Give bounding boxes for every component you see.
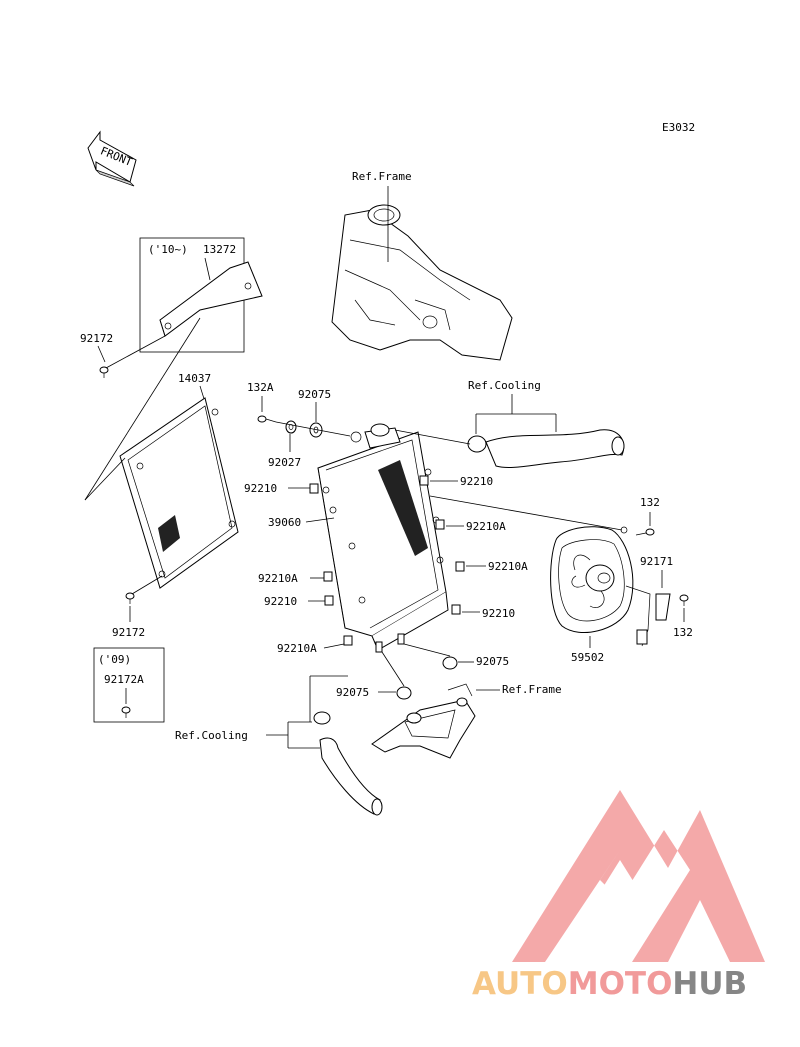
lower-mount-bracket bbox=[371, 683, 476, 759]
part-92210-c-label: 92210 bbox=[264, 595, 297, 608]
bolt-92172-bottom-icon bbox=[125, 592, 135, 604]
grommet-92075-left-icon bbox=[396, 686, 412, 700]
part-13272-label: 13272 bbox=[203, 243, 236, 256]
radiator-screen-14037 bbox=[119, 397, 239, 589]
watermark-part-3: HUB bbox=[672, 966, 747, 1002]
bolt-92172-top-icon bbox=[99, 366, 109, 378]
part-132-top-label: 132 bbox=[640, 496, 660, 509]
part-92210-d-label: 92210 bbox=[482, 607, 515, 620]
part-92075-right-label: 92075 bbox=[476, 655, 509, 668]
part-92172a-label: 92172A bbox=[104, 673, 144, 686]
ref-cooling-bottom-label: Ref.Cooling bbox=[175, 729, 248, 742]
part-14037-label: 14037 bbox=[178, 372, 211, 385]
fan-59502 bbox=[550, 526, 651, 647]
part-132a-label: 132A bbox=[247, 381, 274, 394]
radiator-39060 bbox=[317, 423, 449, 653]
variant-box-09 bbox=[93, 647, 165, 723]
part-92210a-d-label: 92210A bbox=[277, 642, 317, 655]
bolt-92172a-icon bbox=[121, 706, 131, 718]
part-92172-bottom-label: 92172 bbox=[112, 626, 145, 639]
watermark-part-2: MOTO bbox=[568, 966, 673, 1002]
bolt-132-top-icon bbox=[635, 528, 655, 536]
clip-92210-icons bbox=[309, 475, 465, 646]
part-92027-label: 92027 bbox=[268, 456, 301, 469]
diagram-code: E3032 bbox=[662, 121, 695, 134]
part-92171-label: 92171 bbox=[640, 555, 673, 568]
grommet-92075-right-icon bbox=[442, 656, 458, 670]
bolt-132-bottom-icon bbox=[679, 594, 689, 606]
part-92210-a-label: 92210 bbox=[244, 482, 277, 495]
collar-92027-icon bbox=[285, 420, 297, 434]
part-39060-label: 39060 bbox=[268, 516, 301, 529]
part-92210a-b-label: 92210A bbox=[488, 560, 528, 573]
part-92210a-a-label: 92210A bbox=[466, 520, 506, 533]
svg-text:AUTOMOTOHUB: AUTOMOTOHUB bbox=[472, 966, 747, 1002]
front-arrow-icon: FRONT bbox=[87, 130, 137, 187]
variant-10-label: ('10~) bbox=[148, 243, 188, 256]
frame-drawing bbox=[331, 204, 513, 361]
watermark-part-1: AUTO bbox=[472, 966, 568, 1002]
part-132-bottom-label: 132 bbox=[673, 626, 693, 639]
variant-09-label: ('09) bbox=[98, 653, 131, 666]
watermark-logo: AUTOMOTOHUB bbox=[472, 790, 765, 1002]
bolt-132a-icon bbox=[257, 415, 277, 423]
part-92075-left-label: 92075 bbox=[336, 686, 369, 699]
part-92210a-c-label: 92210A bbox=[258, 572, 298, 585]
ref-frame-bottom-label: Ref.Frame bbox=[502, 683, 562, 696]
bracket-13272 bbox=[159, 261, 263, 337]
ref-cooling-top-label: Ref.Cooling bbox=[468, 379, 541, 392]
part-92172-top-label: 92172 bbox=[80, 332, 113, 345]
part-59502-label: 59502 bbox=[571, 651, 604, 664]
lower-hose bbox=[313, 711, 383, 816]
band-92171-icon bbox=[655, 593, 671, 621]
part-92210-b-label: 92210 bbox=[460, 475, 493, 488]
ref-frame-top-label: Ref.Frame bbox=[352, 170, 412, 183]
upper-hose bbox=[467, 429, 625, 468]
part-92075-top-label: 92075 bbox=[298, 388, 331, 401]
